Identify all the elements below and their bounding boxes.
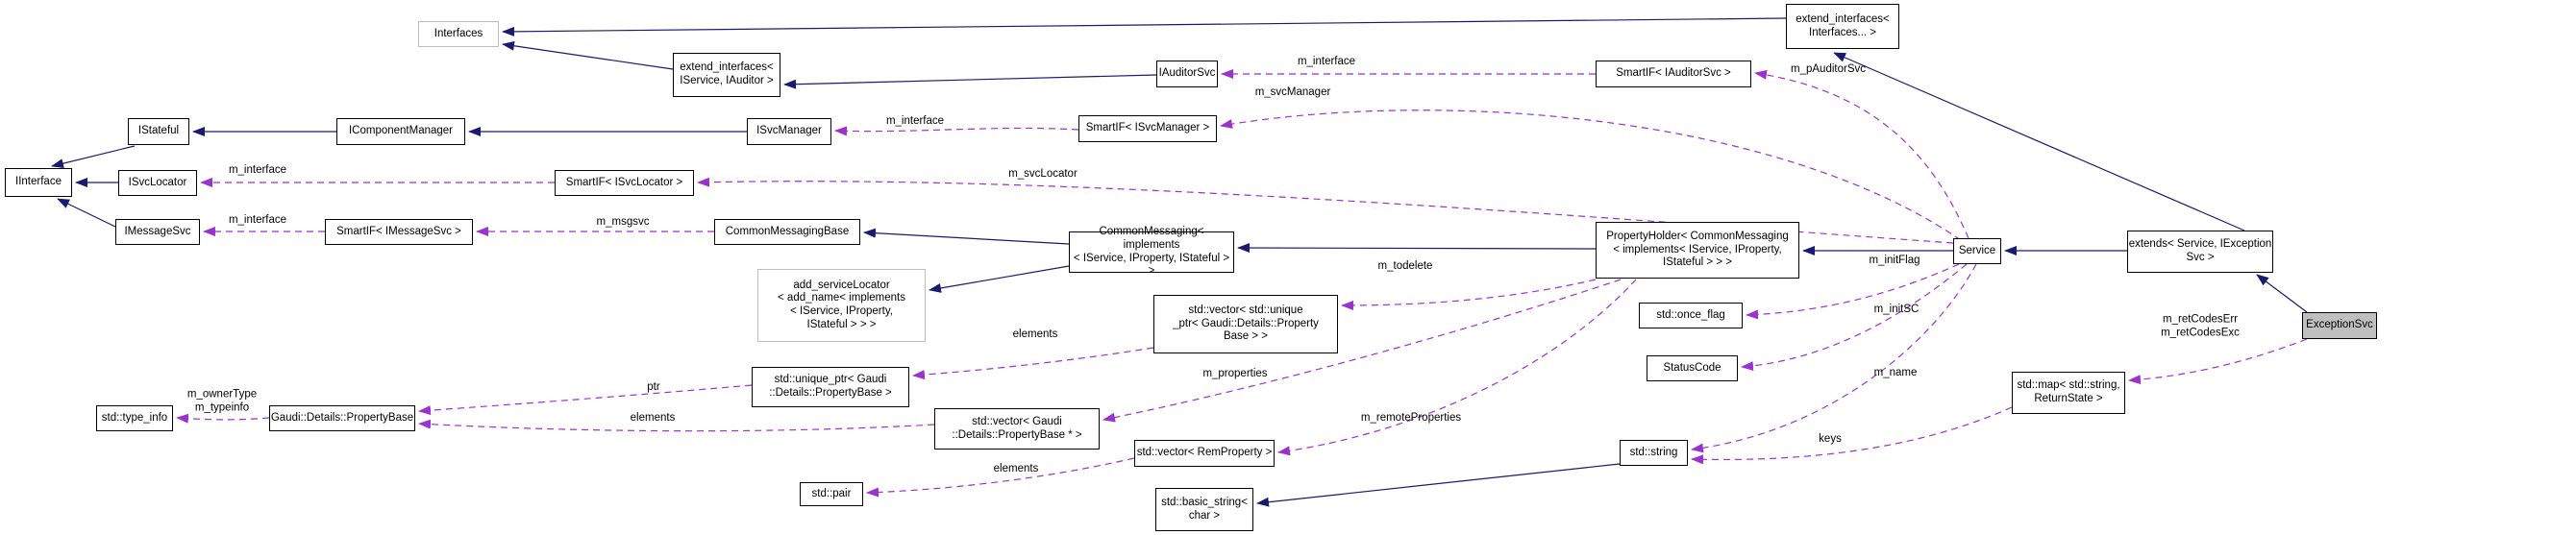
edge-label-m-remoteproperties: m_remoteProperties xyxy=(1360,411,1462,424)
edge-extends-to-extendinterfaces2 xyxy=(1833,52,2245,231)
node-type-info[interactable]: std::type_info xyxy=(96,405,173,431)
node-map-string-returnstate[interactable]: std::map< std::string, ReturnState > xyxy=(2012,372,2125,414)
edge-label-m-initflag: m_initFlag xyxy=(1869,254,1920,266)
edge-extendinterfaces2-to-interfaces xyxy=(502,17,1787,36)
node-icomponentmanager[interactable]: IComponentManager xyxy=(336,118,465,145)
node-smartif-imessagesvc[interactable]: SmartIF< IMessageSvc > xyxy=(325,219,473,245)
node-once-flag[interactable]: std::once_flag xyxy=(1639,303,1743,328)
node-isvcmanager[interactable]: ISvcManager xyxy=(747,118,831,145)
node-smartif-isvcmanager[interactable]: SmartIF< ISvcManager > xyxy=(1078,115,1217,142)
node-std-string[interactable]: std::string xyxy=(1620,440,1688,466)
node-istateful[interactable]: IStateful xyxy=(128,118,189,145)
node-statuscode[interactable]: StatusCode xyxy=(1647,355,1738,381)
node-commonmessaging[interactable]: CommonMessaging< implements < IService, … xyxy=(1069,226,1234,277)
edge-label-elements-uniqueptr: elements xyxy=(1012,328,1058,340)
edge-label-m-initsc: m_initSC xyxy=(1873,303,1920,315)
edge-commonmessaging-to-addservicelocator xyxy=(929,265,1070,293)
edge-label-m-name: m_name xyxy=(1873,366,1918,378)
edge-stdstring-to-basicstring xyxy=(1256,463,1621,507)
node-gaudi-details-propertybase[interactable]: Gaudi::Details::PropertyBase xyxy=(269,405,415,431)
edge-label-m-svclocator: m_svcLocator xyxy=(1008,167,1077,180)
edge-imessagesvc-to-iinterface xyxy=(57,198,116,228)
node-exceptionsvc[interactable]: ExceptionSvc xyxy=(2302,312,2377,339)
node-smartif-iauditorsvc[interactable]: SmartIF< IAuditorSvc > xyxy=(1596,61,1751,87)
edge-label-m-ownertype-m-typeinfo: m_ownerType m_typeinfo xyxy=(186,388,258,414)
node-add-servicelocator[interactable]: add_serviceLocator < add_name< implement… xyxy=(757,269,926,342)
node-imessagesvc[interactable]: IMessageSvc xyxy=(115,219,200,245)
node-extends-service-iexceptionsvc[interactable]: extends< Service, IException Svc > xyxy=(2127,231,2273,273)
node-extend-interfaces-interfaces[interactable]: extend_interfaces< Interfaces... > xyxy=(1786,4,1899,49)
edge-service-msvcmanager xyxy=(1220,109,1962,241)
edge-extendinterfaces1-to-interfaces xyxy=(502,40,674,70)
edge-label-elements-pair: elements xyxy=(993,462,1039,474)
edge-label-ptr: ptr xyxy=(647,380,660,393)
edge-label-elements-propertybase: elements xyxy=(630,411,676,424)
edge-label-m-interface-auditorsvc: m_interface xyxy=(1297,55,1356,67)
edge-commonmessaging-to-commonmessagingbase xyxy=(863,228,1070,245)
edge-label-m-properties: m_properties xyxy=(1202,367,1268,379)
edge-map-keys xyxy=(1691,406,2013,465)
edge-label-m-retcodes: m_retCodesErr m_retCodesExc xyxy=(2161,313,2240,339)
node-basic-string-char[interactable]: std::basic_string< char > xyxy=(1155,488,1253,531)
node-extend-interfaces-iservice-iauditor[interactable]: extend_interfaces< IService, IAuditor > xyxy=(673,53,780,97)
edge-service-minitsc xyxy=(1741,263,1968,372)
edge-istateful-to-iinterface xyxy=(51,145,136,169)
node-service[interactable]: Service xyxy=(1953,238,2001,264)
edge-iauditorsvc-to-extendinterfaces1 xyxy=(783,74,1157,89)
node-smartif-isvclocator[interactable]: SmartIF< ISvcLocator > xyxy=(555,170,694,196)
node-interfaces[interactable]: Interfaces xyxy=(418,21,499,47)
edge-label-m-interface-messagesvc: m_interface xyxy=(228,213,287,226)
edge-label-keys: keys xyxy=(1819,432,1842,445)
edge-propertyholder-mproperties xyxy=(1102,279,1622,423)
edge-propertybase-mtypeinfo xyxy=(176,413,270,424)
node-std-pair[interactable]: std::pair xyxy=(800,482,863,506)
edge-label-m-interface-svclocator: m_interface xyxy=(228,163,287,176)
edge-exceptionsvc-mretcodes xyxy=(2128,338,2308,385)
edge-propertyholder-mremoteproperties xyxy=(1277,279,1637,456)
edge-service-mpauditorsvc xyxy=(1754,69,1969,239)
node-vector-propertybase-ptr[interactable]: std::vector< Gaudi ::Details::PropertyBa… xyxy=(934,408,1100,450)
edge-vectorremproperty-elements xyxy=(866,457,1135,498)
edge-label-m-msgsvc: m_msgsvc xyxy=(596,215,650,228)
node-iinterface[interactable]: IInterface xyxy=(5,168,72,197)
edge-uniqueptr-ptr xyxy=(418,384,753,416)
edge-vectorptr-elements xyxy=(418,419,935,432)
edge-label-m-todelete: m_todelete xyxy=(1377,259,1433,272)
node-vector-unique-ptr-propertybase[interactable]: std::vector< std::unique _ptr< Gaudi::De… xyxy=(1153,295,1338,353)
edge-label-m-svcmanager: m_svcManager xyxy=(1254,85,1331,98)
edge-service-mname xyxy=(1691,263,1977,453)
node-propertyholder[interactable]: PropertyHolder< CommonMessaging < implem… xyxy=(1596,222,1799,279)
edge-smartifisvcmanager-minterface xyxy=(834,126,1079,136)
node-commonmessagingbase[interactable]: CommonMessagingBase xyxy=(714,219,860,245)
edge-propertyholder-mtodelete xyxy=(1341,279,1597,310)
node-unique-ptr-propertybase[interactable]: std::unique_ptr< Gaudi ::Details::Proper… xyxy=(752,367,909,407)
node-iauditorsvc[interactable]: IAuditorSvc xyxy=(1156,61,1218,87)
edge-vectorunique-elements xyxy=(912,347,1154,380)
edge-propertyholder-to-commonmessaging xyxy=(1237,243,1597,254)
edge-label-m-pauditorsvc: m_pAuditorSvc xyxy=(1791,62,1866,75)
node-isvclocator[interactable]: ISvcLocator xyxy=(118,170,197,196)
node-vector-remproperty[interactable]: std::vector< RemProperty > xyxy=(1134,440,1275,467)
edge-label-m-interface-svcmanager: m_interface xyxy=(885,114,945,127)
edge-exceptionsvc-to-extends xyxy=(2256,274,2308,313)
